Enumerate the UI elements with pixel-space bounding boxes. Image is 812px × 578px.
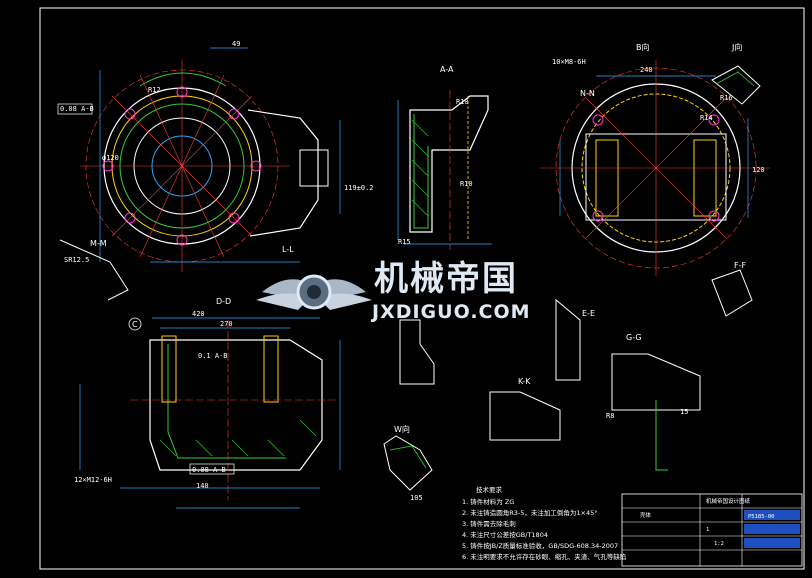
tech-req-item: 3. 铸件需去除毛刺 xyxy=(462,519,516,528)
dim-text: φ120 xyxy=(102,154,119,162)
title-block xyxy=(621,493,803,567)
small-sections xyxy=(59,239,753,491)
section-ll-label: L-L xyxy=(282,245,294,254)
drawing-border xyxy=(39,7,805,570)
watermark-cn: 机械帝国 xyxy=(374,259,518,299)
section-dd-label: D-D xyxy=(216,297,231,306)
tech-req-item: 2. 未注铸造圆角R3-5，未注加工倒角为1×45° xyxy=(462,508,598,517)
gear-wings-logo-icon xyxy=(256,274,372,310)
section-mm-label: M-M xyxy=(90,239,107,248)
dim-text: 49 xyxy=(232,40,240,48)
datum-c-label: C xyxy=(132,320,138,329)
watermark-en: JXDIGUO.COM xyxy=(370,301,531,323)
title-block-scale: 1:2 xyxy=(714,541,724,547)
dim-text: 420 xyxy=(192,310,205,318)
dim-text: 120 xyxy=(752,166,765,174)
view-b-right xyxy=(540,60,770,276)
tech-req-title: 技术要求 xyxy=(476,485,503,494)
dim-text: 15 xyxy=(680,408,688,416)
dim-text: R14 xyxy=(700,114,713,122)
tech-req-item: 6. 未注明要求不允许存在砂眼、缩孔、夹渣、气孔等缺陷 xyxy=(462,552,626,561)
dim-text: 10×M8-6H xyxy=(552,58,586,66)
view-j-label: J向 xyxy=(731,42,742,52)
watermark-logo xyxy=(256,274,372,310)
section-nn-label: N-N xyxy=(580,89,595,98)
dim-text: R16 xyxy=(720,94,733,102)
dim-text: 0.08 A-B xyxy=(60,105,94,113)
dim-text: R15 xyxy=(398,238,411,246)
section-aa-view xyxy=(397,90,492,250)
dim-text: 12×M12-6H xyxy=(74,476,112,484)
dim-text: SR12.5 xyxy=(64,256,89,264)
dim-text: 140 xyxy=(196,482,209,490)
title-block-drawing-no: P5185-00 xyxy=(748,514,775,520)
title-block-company: 机械帝国设计图纸 xyxy=(706,497,751,505)
dim-text: R12 xyxy=(148,86,161,94)
section-gg-label: G-G xyxy=(626,333,642,342)
dim-text: R10 xyxy=(460,180,473,188)
dim-text: 0.1 A-B xyxy=(198,352,228,360)
section-dd-view xyxy=(79,317,341,509)
title-block-sheet: 1 xyxy=(706,527,709,533)
dim-text: 105 xyxy=(410,494,423,502)
dim-text: R10 xyxy=(456,98,469,106)
dim-text: R8 xyxy=(606,412,614,420)
section-kk-label: K-K xyxy=(518,377,531,386)
dim-text: 119±0.2 xyxy=(344,184,374,192)
tech-req-item: 4. 未注尺寸公差按GB/T1804 xyxy=(462,530,548,539)
dim-text: 240 xyxy=(640,66,653,74)
section-ff-label: F-F xyxy=(734,261,746,270)
view-w-label: W向 xyxy=(394,424,410,434)
view-b-label: B向 xyxy=(636,42,650,52)
title-block-part-name: 壳体 xyxy=(640,511,652,519)
tech-req-item: 1. 铸件材料为 ZG xyxy=(462,497,514,506)
front-view-upper-left xyxy=(57,47,341,272)
dim-text: 270 xyxy=(220,320,233,328)
section-aa-label: A-A xyxy=(440,65,454,74)
dim-text: 0.08 A-B xyxy=(192,466,226,474)
section-ee-label: E-E xyxy=(582,309,595,318)
tech-req-item: 5. 铸件按JB/Z质量标准验收，GB/SDG-608.34-2007 xyxy=(462,541,618,550)
